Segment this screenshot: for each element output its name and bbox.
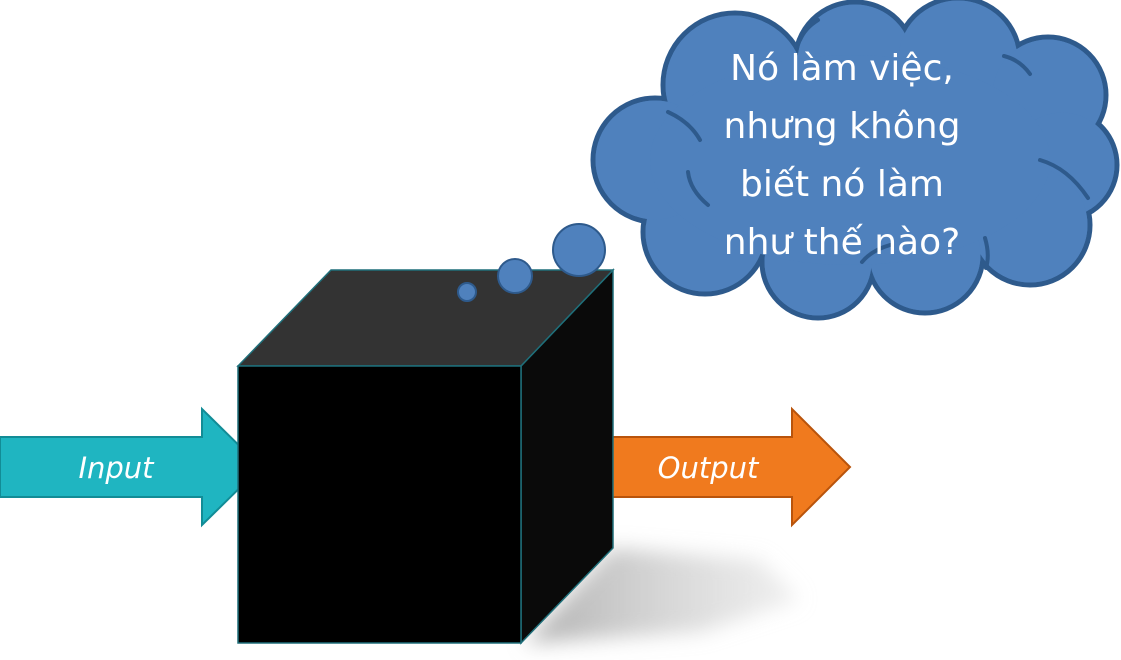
thought-bubble-medium <box>497 258 533 294</box>
cube-shadow <box>525 548 800 643</box>
thought-line-2: nhưng không <box>724 106 961 147</box>
input-arrow <box>0 406 263 528</box>
cube-front-face <box>237 365 522 644</box>
thought-cloud-icon <box>590 0 1120 321</box>
thought-line-3: biết nó làm <box>740 164 944 205</box>
thought-bubble-large <box>552 223 606 277</box>
thought-bubble-small <box>457 282 477 302</box>
black-box-cube-icon <box>236 268 615 645</box>
thought-line-4: như thế nào? <box>724 222 960 263</box>
output-label: Output <box>658 451 760 485</box>
thought-line-1: Nó làm việc, <box>730 48 954 89</box>
input-label: Input <box>78 451 155 485</box>
output-arrow <box>591 406 852 528</box>
